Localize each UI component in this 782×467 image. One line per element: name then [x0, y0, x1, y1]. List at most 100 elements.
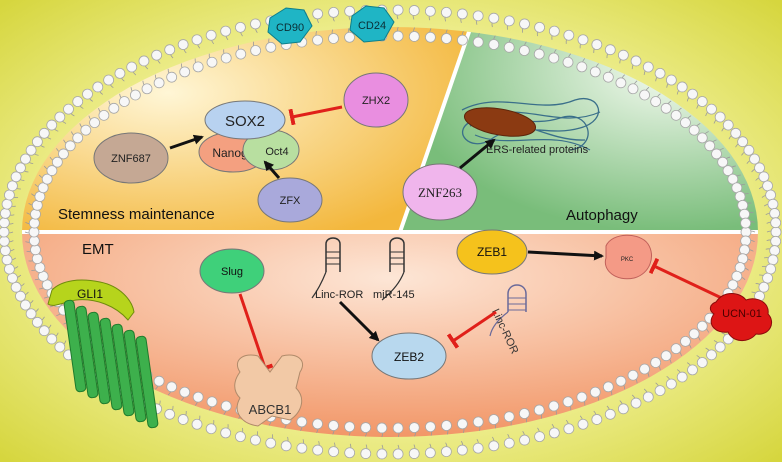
lipid-head — [344, 447, 356, 459]
lipid-head — [441, 420, 452, 431]
lipid-head — [737, 136, 749, 148]
lipid-head — [630, 55, 642, 67]
lipid-head — [743, 144, 755, 156]
lipid-head — [164, 408, 176, 420]
lipid-head — [31, 316, 43, 328]
lipid-head — [770, 217, 782, 229]
svg-text:Oct4: Oct4 — [265, 146, 288, 158]
ers-related-proteins-label: ERS-related proteins — [486, 144, 589, 156]
transmembrane-helix — [123, 329, 147, 423]
lipid-head — [31, 136, 43, 148]
arrow-zfx-nanog — [263, 160, 281, 179]
lipid-head — [769, 208, 781, 219]
lipid-head — [602, 381, 614, 393]
lipid-head — [548, 52, 560, 64]
lipid-head — [312, 34, 323, 46]
inhibit-ucn01-pkc — [648, 257, 731, 304]
lipid-head — [519, 434, 530, 446]
lipid-head — [408, 31, 420, 42]
node-znf263: ZNF263 — [402, 163, 478, 221]
lipid-head — [328, 446, 340, 458]
lipid-head — [30, 208, 41, 220]
lipid-head — [762, 272, 773, 284]
svg-text:CD24: CD24 — [358, 20, 386, 32]
svg-text:Nanog: Nanog — [212, 146, 247, 160]
lipid-head — [177, 414, 189, 425]
lipid-head — [28, 226, 40, 238]
lipid-head — [670, 343, 682, 355]
lipid-head — [503, 41, 515, 53]
lipid-head — [126, 61, 138, 73]
lipid-head — [108, 102, 120, 114]
lipid-head — [4, 263, 15, 275]
node-zfx: ZFX — [257, 177, 323, 223]
gli1-receptor-icon: GLI1 — [47, 279, 159, 429]
lipid-head — [488, 440, 500, 452]
lipid-head — [488, 414, 500, 425]
arrow-znf263-ers — [459, 138, 496, 170]
lipid-head — [704, 140, 716, 152]
lipid-head — [488, 39, 500, 50]
lipid-head — [740, 226, 752, 238]
lipid-head — [1, 254, 13, 266]
node-zeb1: ZEB1 — [456, 229, 528, 275]
svg-text:Slug: Slug — [221, 266, 243, 278]
lipid-head — [328, 6, 340, 18]
lipid-head — [118, 96, 130, 107]
lipid-head — [220, 427, 232, 439]
lipid-head — [376, 422, 388, 434]
mir-145-label: miR-145 — [373, 289, 415, 301]
lipid-head — [177, 39, 189, 50]
lipid-head — [392, 448, 404, 460]
lipid-head — [344, 31, 355, 43]
lipid-head — [562, 56, 574, 68]
lipid-head — [739, 208, 750, 220]
lipid-head — [0, 226, 10, 238]
lipid-head — [328, 420, 339, 431]
lipid-head — [58, 148, 69, 160]
lipid-head — [472, 416, 484, 428]
lipid-head — [665, 378, 677, 390]
marker-cd24: CD24 — [349, 5, 395, 43]
gli1-label: GLI1 — [77, 287, 103, 301]
lipid-head — [602, 71, 614, 83]
lipid-head — [562, 396, 574, 408]
lipid-head — [235, 21, 246, 33]
lipid-head — [441, 33, 452, 44]
lipid-head — [457, 418, 468, 430]
lipid-head — [518, 408, 530, 419]
lipid-head — [15, 162, 26, 174]
lipid-head — [604, 44, 616, 56]
lipid-head — [7, 180, 18, 192]
lipid-head — [376, 448, 388, 460]
lipid-head — [4, 189, 15, 201]
lipid-head — [114, 67, 126, 79]
lipid-head — [749, 153, 760, 165]
lipid-head — [130, 89, 141, 101]
lipid-head — [722, 119, 734, 131]
lipid-head — [63, 103, 74, 115]
lipid-head — [503, 15, 515, 27]
lipid-head — [533, 48, 545, 60]
lipid-head — [280, 440, 292, 452]
lipid-head — [548, 400, 560, 412]
lipid-head — [503, 411, 515, 423]
lipid-head — [518, 45, 530, 56]
svg-text:ZNF263: ZNF263 — [418, 185, 462, 200]
node-zeb2: ZEB2 — [371, 332, 447, 380]
membrane-inner-layer — [24, 26, 756, 438]
lipid-head — [687, 364, 698, 376]
lipid-head — [676, 81, 688, 93]
lipid-head — [220, 52, 232, 64]
lipid-head — [770, 235, 782, 247]
lipid-head — [392, 4, 404, 16]
lipid-head — [46, 165, 58, 176]
lipid-head — [639, 363, 650, 375]
lipid-head — [650, 357, 662, 368]
lipid-head — [424, 447, 436, 459]
lipid-head — [20, 299, 31, 311]
lipid-head — [563, 423, 575, 435]
lipid-head — [765, 189, 776, 201]
